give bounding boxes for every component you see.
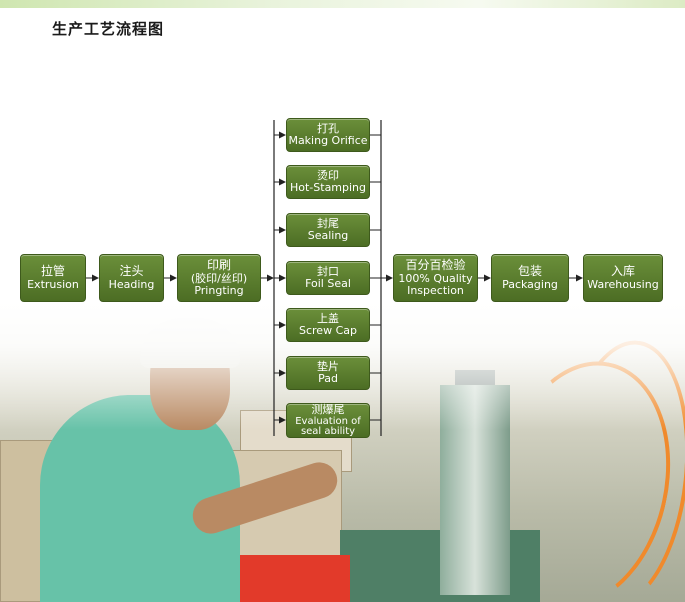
step-label-en-2: seal ability <box>300 425 356 437</box>
step-extrusion: 拉管 Extrusion <box>20 254 86 302</box>
red-crate <box>240 555 350 602</box>
step-label-cn: 注头 <box>119 264 144 279</box>
substep-screw-cap: 上盖 Screw Cap <box>286 308 370 342</box>
step-label-cn: 百分百检验 <box>405 258 466 273</box>
substep-hot-stamping: 烫印 Hot-Stamping <box>286 165 370 199</box>
step-printing: 印刷 (胶印/丝印) Pringting <box>177 254 261 302</box>
step-warehousing: 入库 Warehousing <box>583 254 663 302</box>
step-label-en: 100% Quality <box>398 271 473 285</box>
step-heading: 注头 Heading <box>99 254 164 302</box>
step-label-cn: 上盖 <box>317 311 339 325</box>
step-label-cn: 测爆尾 <box>311 403 345 417</box>
step-label-cn: 拉管 <box>40 264 65 279</box>
step-label-en-2: Inspection <box>407 283 464 297</box>
top-band <box>0 0 685 8</box>
step-label-cn: 打孔 <box>317 121 339 135</box>
substep-seal-evaluation: 测爆尾 Evaluation of seal ability <box>286 403 370 438</box>
step-label-cn: 封口 <box>317 264 339 278</box>
step-label-en: Hot-Stamping <box>289 181 367 194</box>
step-label-en: Heading <box>108 277 155 291</box>
branch-stubs <box>274 131 381 424</box>
step-label-cn: 垫片 <box>317 359 339 373</box>
step-label-en: Making Orifice <box>288 134 368 147</box>
step-label-en: Packaging <box>502 277 558 291</box>
step-label-cn: 入库 <box>610 264 635 279</box>
step-label-cn: 印刷 <box>206 258 231 273</box>
step-label-cn: 包装 <box>517 264 542 279</box>
step-label-cn: 封尾 <box>317 216 339 230</box>
substep-making-orifice: 打孔 Making Orifice <box>286 118 370 152</box>
step-label-en: Extrusion <box>27 277 79 291</box>
step-label-en: Screw Cap <box>299 324 357 337</box>
step-label-en: Sealing <box>307 229 349 242</box>
step-inspection: 百分百检验 100% Quality Inspection <box>393 254 478 302</box>
substep-pad: 垫片 Pad <box>286 356 370 390</box>
step-label-en: Pad <box>318 372 338 385</box>
step-label-en: Warehousing <box>587 277 659 291</box>
step-packaging: 包装 Packaging <box>491 254 569 302</box>
substep-foil-seal: 封口 Foil Seal <box>286 261 370 295</box>
step-label-en: (胶印/丝印) <box>190 271 248 285</box>
step-label-en: Foil Seal <box>305 277 351 290</box>
step-label-cn: 烫印 <box>317 168 339 182</box>
step-label-en-2: Pringting <box>194 283 244 297</box>
substep-sealing: 封尾 Sealing <box>286 213 370 247</box>
page-title: 生产工艺流程图 <box>52 20 165 38</box>
step-label-en: Evaluation of <box>295 415 361 427</box>
